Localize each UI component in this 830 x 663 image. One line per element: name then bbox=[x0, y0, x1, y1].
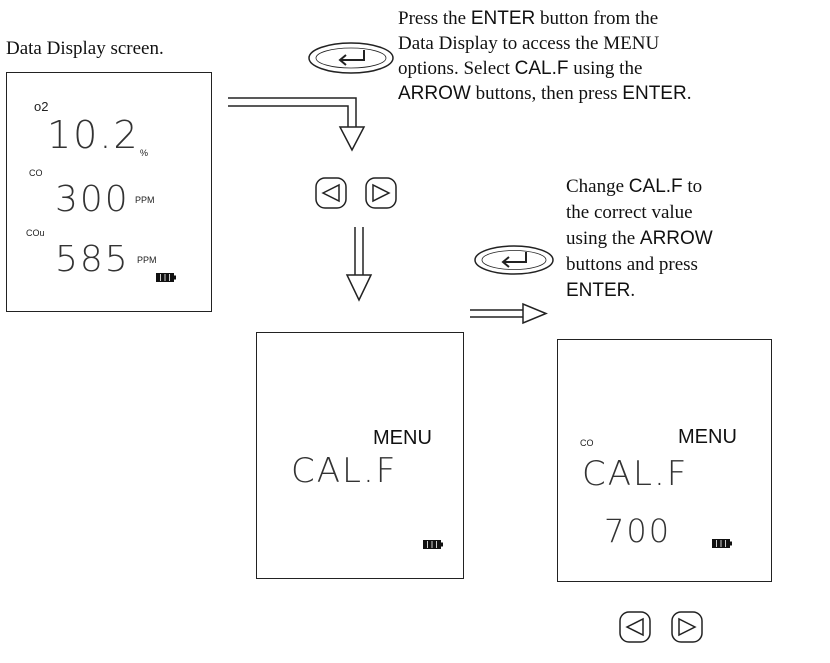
right-then-down-arrow-icon bbox=[228, 97, 366, 152]
cou-value: 585 bbox=[55, 239, 130, 280]
step2-line2: the correct value bbox=[566, 202, 693, 223]
left-arrow-button-icon bbox=[619, 611, 651, 643]
battery-icon bbox=[423, 540, 443, 549]
data-display-screen: o2 10.2 % CO 300 PPM COu 585 PPM bbox=[6, 72, 212, 312]
left-arrow-button-icon bbox=[315, 177, 347, 209]
enter-button-icon bbox=[474, 245, 554, 275]
calf-key-label: CAL.F bbox=[514, 58, 569, 79]
menu-item-calf: CAL.F bbox=[291, 451, 398, 491]
o2-label: o2 bbox=[34, 99, 49, 114]
step1-instructions: Press the ENTER button from the Data Dis… bbox=[398, 6, 691, 106]
calf-value: 700 bbox=[604, 512, 672, 550]
step1-line3: options. Select CAL.F using the bbox=[398, 58, 643, 79]
step2-line4: buttons and press bbox=[566, 254, 698, 275]
co-label: CO bbox=[29, 168, 43, 178]
step1-line2: Data Display to access the MENU bbox=[398, 33, 660, 54]
step2-line1: Change CAL.F to bbox=[566, 176, 703, 197]
right-arrow-button-icon bbox=[365, 177, 397, 209]
step2-line5: ENTER. bbox=[566, 280, 636, 301]
battery-icon bbox=[156, 273, 176, 282]
right-arrow-button-icon bbox=[671, 611, 703, 643]
menu-header: MENU bbox=[678, 426, 737, 448]
menu-header: MENU bbox=[373, 427, 432, 449]
step1-line1: Press the ENTER button from the bbox=[398, 8, 659, 29]
cou-label: COu bbox=[26, 228, 45, 238]
enter-key-label: ENTER bbox=[622, 83, 687, 104]
enter-key-label: ENTER bbox=[566, 280, 631, 301]
step2-instructions: Change CAL.F to the correct value using … bbox=[566, 174, 713, 304]
right-arrow-icon bbox=[470, 302, 548, 325]
step2-line3: using the ARROW bbox=[566, 228, 713, 249]
co-unit: PPM bbox=[135, 195, 155, 205]
calf-key-label: CAL.F bbox=[628, 176, 683, 197]
o2-unit: % bbox=[140, 148, 149, 158]
step1-line4: ARROW buttons, then press ENTER. bbox=[398, 83, 692, 104]
menu-item-calf: CAL.F bbox=[582, 454, 689, 494]
enter-button-icon bbox=[308, 42, 394, 74]
enter-key-label: ENTER bbox=[470, 8, 536, 29]
down-arrow-icon bbox=[345, 227, 373, 302]
arrow-key-label: ARROW bbox=[398, 83, 471, 104]
o2-value: 10.2 bbox=[47, 113, 140, 157]
arrow-key-label: ARROW bbox=[639, 228, 713, 249]
data-display-caption: Data Display screen. bbox=[6, 38, 164, 59]
calf-value-screen: CO MENU CAL.F 700 bbox=[557, 339, 772, 582]
menu-screen: MENU CAL.F bbox=[256, 332, 464, 579]
gas-label: CO bbox=[580, 438, 594, 448]
battery-icon bbox=[712, 539, 732, 548]
co-value: 300 bbox=[55, 179, 130, 220]
cou-unit: PPM bbox=[137, 255, 157, 265]
